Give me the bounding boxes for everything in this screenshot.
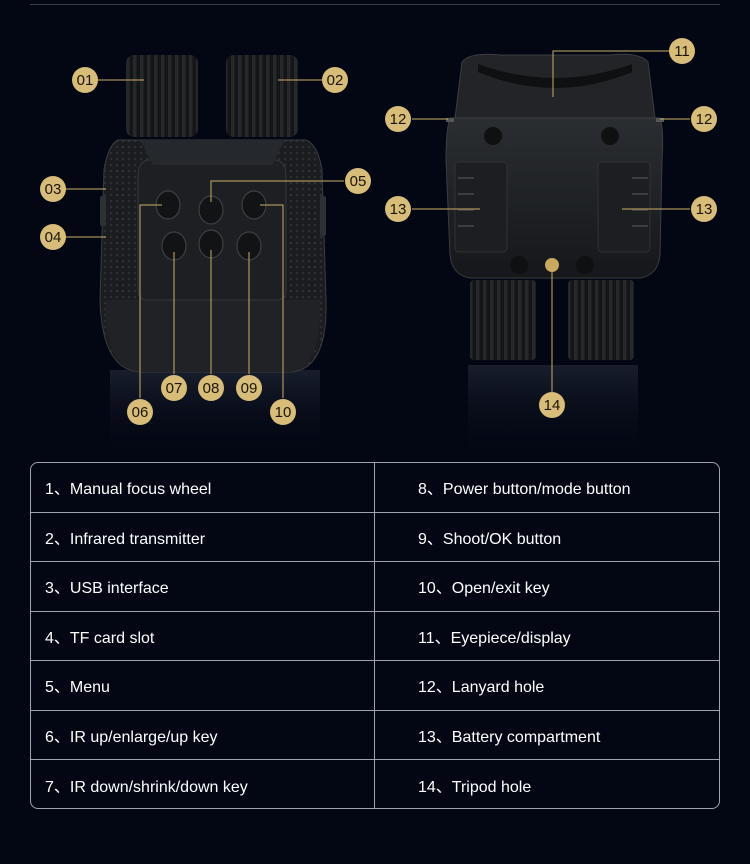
svg-text:11: 11 bbox=[674, 43, 690, 60]
screw-right bbox=[601, 127, 619, 145]
lanyard-hole-right bbox=[656, 118, 664, 122]
spec-item: 14、Tripod hole bbox=[418, 778, 532, 796]
svg-text:05: 05 bbox=[350, 173, 367, 190]
callout-12-left: 12 bbox=[385, 106, 411, 132]
svg-text:10: 10 bbox=[275, 404, 292, 421]
spec-row: 2、Infrared transmitter 9、Shoot/OK button bbox=[31, 512, 719, 562]
screw-bottom-left bbox=[510, 256, 528, 274]
spec-item: 3、USB interface bbox=[31, 562, 375, 611]
callout-badges: 01 02 03 04 05 06 07 08 09 10 11 12 12 1… bbox=[40, 38, 717, 425]
callout-09: 09 bbox=[236, 375, 262, 401]
callout-10: 10 bbox=[270, 399, 296, 425]
spec-item: 1、Manual focus wheel bbox=[31, 463, 375, 512]
svg-text:13: 13 bbox=[390, 201, 407, 218]
callout-02: 02 bbox=[322, 67, 348, 93]
spec-item: 12、Lanyard hole bbox=[418, 679, 545, 697]
spec-row: 3、USB interface 10、Open/exit key bbox=[31, 562, 719, 612]
callout-11: 11 bbox=[669, 38, 695, 64]
screw-left bbox=[484, 127, 502, 145]
leader-lines bbox=[66, 50, 690, 398]
front-lower-band bbox=[105, 300, 321, 372]
screw-bottom-right bbox=[576, 256, 594, 274]
lens-tube-left bbox=[470, 280, 536, 360]
svg-text:12: 12 bbox=[696, 111, 713, 128]
spec-row: 1、Manual focus wheel 8、Power button/mode… bbox=[31, 463, 719, 513]
spec-item: 2、Infrared transmitter bbox=[31, 512, 375, 561]
spec-row: 7、IR down/shrink/down key 14、Tripod hole bbox=[31, 760, 719, 808]
side-port bbox=[320, 196, 326, 236]
lens-tube-right bbox=[568, 280, 634, 360]
spec-item: 4、TF card slot bbox=[31, 611, 375, 660]
svg-text:04: 04 bbox=[45, 229, 62, 246]
svg-text:09: 09 bbox=[241, 380, 258, 397]
spec-row: 5、Menu 12、Lanyard hole bbox=[31, 661, 719, 711]
tripod-hole bbox=[545, 258, 559, 272]
callout-06: 06 bbox=[127, 399, 153, 425]
top-divider bbox=[30, 4, 720, 5]
lanyard-hole-left bbox=[446, 118, 454, 122]
svg-text:07: 07 bbox=[166, 380, 183, 397]
callout-03: 03 bbox=[40, 176, 66, 202]
spec-item: 11、Eyepiece/display bbox=[418, 629, 571, 647]
callout-04: 04 bbox=[40, 224, 66, 250]
spec-item: 7、IR down/shrink/down key bbox=[31, 760, 375, 808]
svg-text:08: 08 bbox=[203, 380, 220, 397]
callout-12-right: 12 bbox=[691, 106, 717, 132]
callout-13-right: 13 bbox=[691, 196, 717, 222]
usb-port bbox=[100, 196, 106, 226]
focus-wheel-left bbox=[126, 55, 198, 137]
svg-text:13: 13 bbox=[696, 201, 713, 218]
spec-item: 9、Shoot/OK button bbox=[418, 530, 562, 548]
callout-05: 05 bbox=[345, 168, 371, 194]
spec-item: 8、Power button/mode button bbox=[418, 481, 631, 499]
battery-door-right bbox=[597, 161, 651, 253]
svg-text:02: 02 bbox=[327, 72, 344, 89]
back-view bbox=[445, 53, 664, 460]
callout-08: 08 bbox=[198, 375, 224, 401]
callout-14: 14 bbox=[539, 392, 565, 418]
callout-01: 01 bbox=[72, 67, 98, 93]
svg-text:12: 12 bbox=[390, 111, 407, 128]
spec-item: 13、Battery compartment bbox=[418, 728, 601, 746]
eyepiece-opening bbox=[478, 64, 632, 88]
svg-text:03: 03 bbox=[45, 181, 62, 198]
spec-row: 6、IR up/enlarge/up key 13、Battery compar… bbox=[31, 710, 719, 760]
binoculars-illustration: 01 02 03 04 05 06 07 08 09 10 11 12 12 1… bbox=[40, 38, 717, 460]
focus-wheel-right bbox=[226, 55, 298, 137]
battery-door-left bbox=[454, 161, 508, 253]
svg-text:14: 14 bbox=[544, 397, 561, 414]
callout-07: 07 bbox=[161, 375, 187, 401]
spec-table: 1、Manual focus wheel 8、Power button/mode… bbox=[30, 462, 720, 809]
spec-item: 6、IR up/enlarge/up key bbox=[31, 710, 375, 759]
spec-row: 4、TF card slot 11、Eyepiece/display bbox=[31, 611, 719, 661]
svg-text:01: 01 bbox=[77, 72, 94, 89]
spec-item: 5、Menu bbox=[31, 661, 375, 710]
panel-bezel bbox=[140, 140, 285, 165]
spec-item: 10、Open/exit key bbox=[418, 580, 550, 598]
callout-13-left: 13 bbox=[385, 196, 411, 222]
svg-text:06: 06 bbox=[132, 404, 149, 421]
